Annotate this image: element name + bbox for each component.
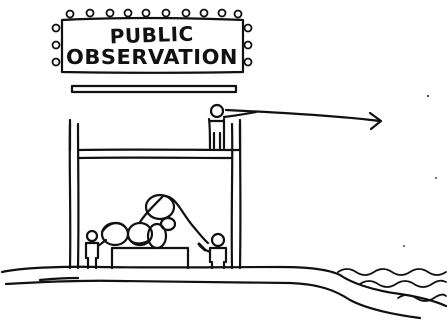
exhibit-machine [102,195,208,268]
water-waves [338,269,446,301]
billboard-sign: PUBLIC OBSERVATION [53,10,252,93]
sign-line-2: OBSERVATION [66,45,238,69]
ground-shore [2,267,446,318]
roof-deck [78,150,240,158]
ink-specks [403,95,437,247]
sign-bar [72,86,236,92]
